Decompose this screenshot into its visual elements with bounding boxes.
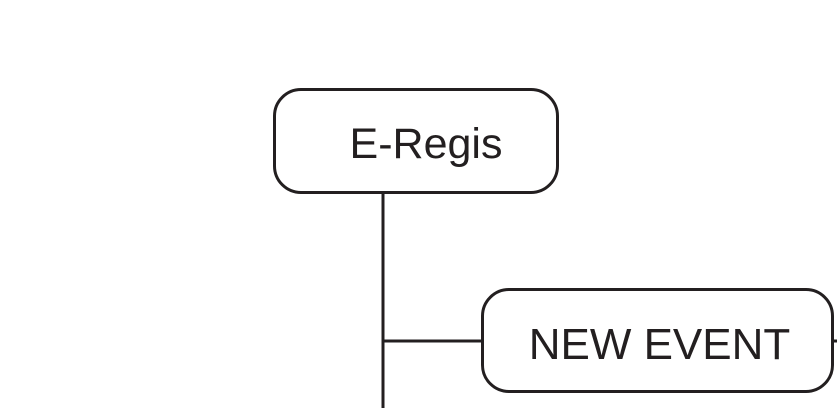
new-event-node[interactable]: NEW EVENT [481,288,834,393]
root-node-label: E-Regis [349,119,503,168]
new-event-node-label: NEW EVENT [528,319,791,369]
root-node[interactable]: E-Regis [273,88,559,194]
